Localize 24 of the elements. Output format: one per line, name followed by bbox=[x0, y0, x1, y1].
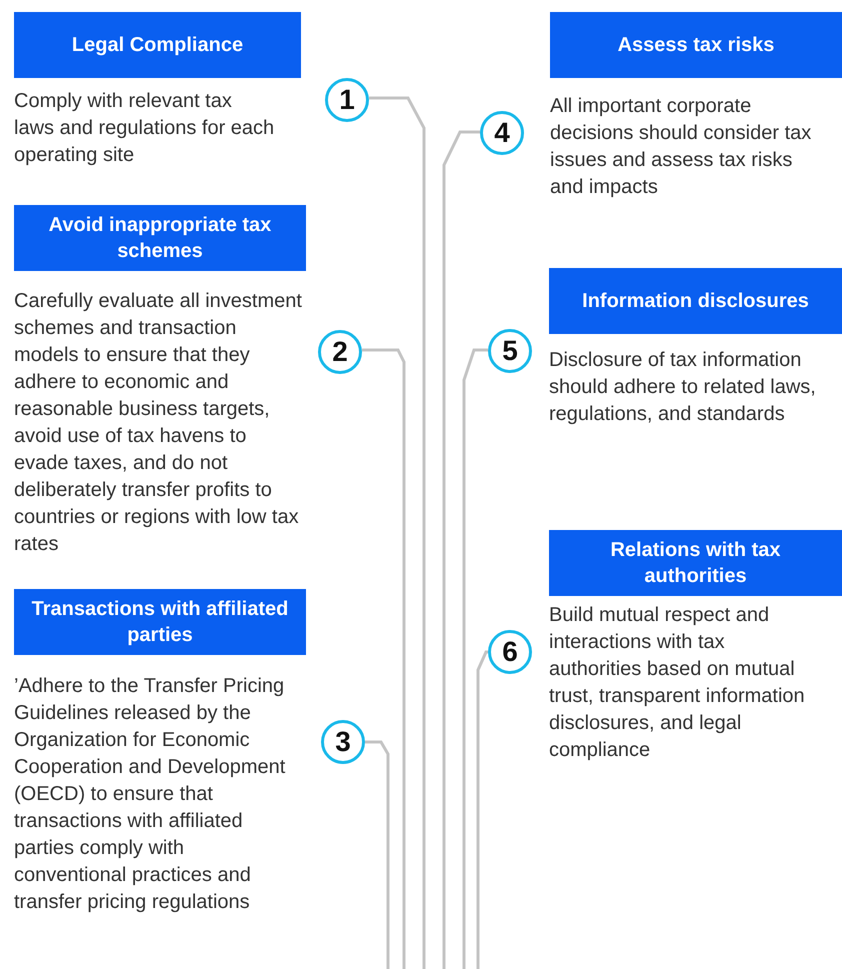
number-circle: 1 bbox=[325, 78, 369, 122]
heading-banner: Avoid inappropriate tax schemes bbox=[14, 205, 306, 271]
number-circle: 6 bbox=[488, 630, 532, 674]
number-circle: 3 bbox=[321, 720, 365, 764]
description-text: ’Adhere to the Transfer Pricing Guidelines released by the Organization for Economic Cooperation and Development (OECD) to ensure that transactions with affiliated parties comply with conventional practices and transfer pricing regulations bbox=[14, 674, 286, 915]
connector-line bbox=[369, 96, 426, 969]
heading-banner: Relations with tax authorities bbox=[549, 530, 842, 596]
connector-line bbox=[442, 130, 480, 969]
description-text: Disclosure of tax information should adhere to related laws, regulations, and standards bbox=[549, 348, 817, 427]
description-text: Comply with relevant tax laws and regulations for each operating site bbox=[14, 89, 276, 168]
description-text: All important corporate decisions should consider tax issues and assess tax risks and impacts bbox=[550, 94, 812, 200]
description-text: Build mutual respect and interactions with tax authorities based on mutual trust, transparent information disclosures, and legal compliance bbox=[549, 603, 806, 763]
number-circle: 2 bbox=[318, 330, 362, 374]
heading-banner: Assess tax risks bbox=[550, 12, 842, 78]
number-circle: 4 bbox=[480, 111, 524, 155]
heading-banner: Information disclosures bbox=[549, 268, 842, 334]
number-circle: 5 bbox=[488, 329, 532, 373]
description-text: Carefully evaluate all investment schemes and transaction models to ensure that they adhere to economic and reasonable business targets, avoid use of tax havens to evade taxes, and do not deliberately transfer profits to countries or regions with low tax rates bbox=[14, 289, 303, 557]
heading-banner: Legal Compliance bbox=[14, 12, 301, 78]
connector-line bbox=[476, 650, 489, 969]
connector-line bbox=[365, 740, 390, 969]
heading-banner: Transactions with affiliated parties bbox=[14, 589, 306, 655]
connector-line bbox=[462, 348, 488, 969]
connector-line bbox=[362, 348, 406, 969]
